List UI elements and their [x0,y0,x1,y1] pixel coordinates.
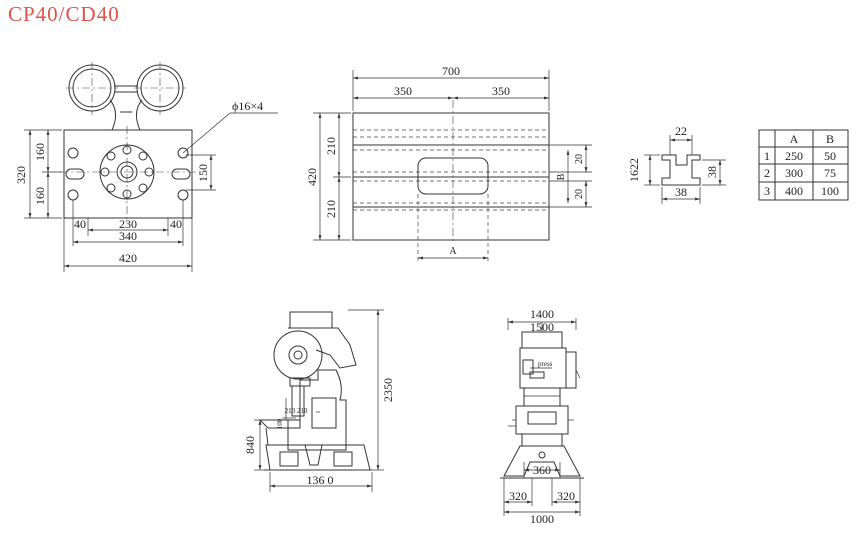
label-press: press [538,360,553,368]
dim-hole-spec: ϕ16×4 [232,99,263,113]
table-cell: 3 [764,184,770,198]
dim-20-top: 20 [574,154,585,164]
table-cell: 1 [764,149,770,163]
table-header-a: A [790,132,799,146]
dim-1622: 1622 [627,158,641,182]
dim-38-bot: 38 [675,185,687,199]
dim-320-left: 320 [509,489,527,503]
dim-100: 100 [276,418,284,429]
dimension-table [758,129,849,201]
dim-1500: 1500 [530,320,554,334]
table-cell: 400 [785,184,803,198]
table-header-b: B [826,132,834,146]
dim-1000: 1000 [530,512,554,526]
dim-2350: 2350 [381,378,395,402]
page-title: CP40/CD40 [8,2,120,26]
dim-320-right: 320 [557,489,575,503]
dim-340: 340 [119,229,137,243]
dim-230: 230 [119,217,137,231]
t-slot-section [644,135,726,204]
table-cell: 100 [821,184,839,198]
dim-160-bot: 160 [33,187,47,205]
dim-38-right: 38 [705,166,719,178]
dim-a: A [449,246,457,257]
dimension-labels: 160 320 160 ϕ16×4 150 40 40 230 340 420 … [14,64,719,526]
dim-40-right: 40 [170,217,182,231]
dim-160-top: 160 [33,143,47,161]
dim-b: B [556,173,567,180]
table-cell: 250 [785,149,803,163]
dim-1360: 136 0 [307,473,334,487]
table-cell: 2 [764,166,770,180]
table-cell: 300 [785,166,803,180]
dim-150: 150 [196,164,210,182]
dim-40-left: 40 [74,217,86,231]
dim-700: 700 [442,64,460,78]
dim-22: 22 [675,124,687,138]
dim-20-bot: 20 [574,189,585,199]
dim-350-left: 350 [394,84,412,98]
table-text: A B 1 250 50 2 300 75 3 400 100 [764,132,839,198]
machine-side-view [254,309,384,492]
dim-360: 360 [533,463,551,477]
table-cell: 50 [824,149,836,163]
machine-front-view [500,318,584,516]
dim-210-top: 210 [324,137,338,155]
slide-plan-view [313,70,592,262]
table-cell: 75 [824,166,836,180]
dim-350-right: 350 [492,84,510,98]
dim-840: 840 [243,436,257,454]
dim-420-bottom: 420 [119,251,137,265]
dim-1400: 1400 [530,307,554,321]
dim-210-bot: 210 [324,200,338,218]
dim-210-210: 210 210 [285,407,308,415]
bolster-plan-view [24,62,278,272]
dim-320: 320 [14,166,28,184]
dim-420-side: 420 [305,168,319,186]
